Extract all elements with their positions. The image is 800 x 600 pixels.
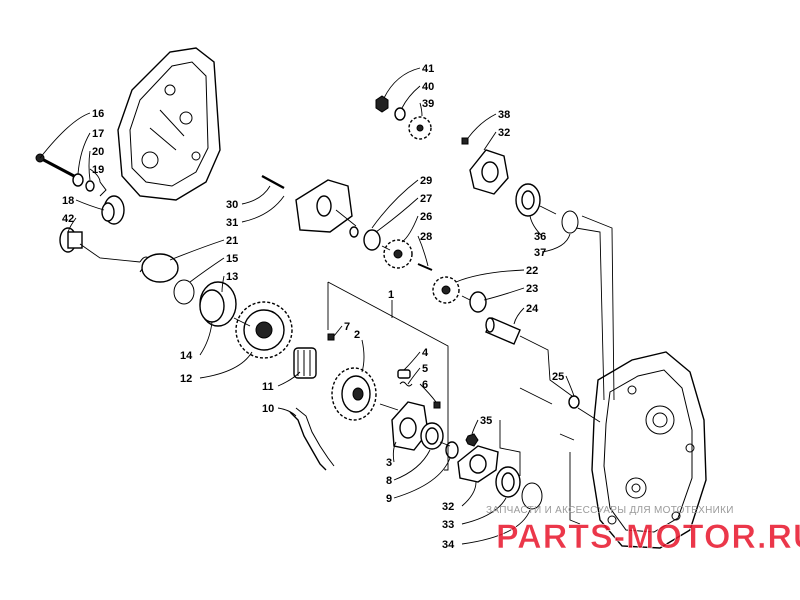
spring-21 [139, 253, 179, 283]
callout-5: 5 [422, 363, 428, 375]
callout-9: 9 [386, 493, 392, 505]
bearing-plate-32 [457, 445, 499, 483]
plunger-4 [397, 369, 411, 379]
bolt-38 [461, 137, 469, 145]
callout-3: 3 [386, 457, 392, 469]
shaft-24 [485, 317, 521, 345]
callout-29: 29 [420, 175, 432, 187]
washer-20 [85, 180, 95, 192]
callout-18: 18 [62, 195, 74, 207]
callout-33: 33 [442, 519, 454, 531]
callout-22: 22 [526, 265, 538, 277]
bearing-13 [199, 281, 237, 327]
ball-6 [433, 401, 441, 409]
watermark-tagline: ЗАПЧАСТИ И АКСЕССУАРЫ ДЛЯ МОТОТЕХНИКИ [486, 505, 734, 516]
leader-lines [39, 67, 575, 545]
callout-6: 6 [422, 379, 428, 391]
callout-2: 2 [354, 329, 360, 341]
callout-31: 31 [226, 217, 238, 229]
pin-28 [417, 263, 433, 271]
sprocket-39 [408, 116, 432, 140]
callout-12: 12 [180, 373, 192, 385]
callout-26: 26 [420, 211, 432, 223]
callout-25: 25 [552, 371, 564, 383]
bolt-7 [327, 333, 335, 341]
callout-1: 1 [388, 289, 394, 301]
callout-41: 41 [422, 63, 434, 75]
washer-29 [349, 226, 359, 238]
callout-30: 30 [226, 199, 238, 211]
callout-17: 17 [92, 128, 104, 140]
gear-11 [293, 347, 317, 379]
callout-27: 27 [420, 193, 432, 205]
callout-11: 11 [262, 381, 274, 393]
callout-36: 36 [534, 231, 546, 243]
bearing-27 [363, 229, 381, 251]
callout-35: 35 [480, 415, 492, 427]
callout-40: 40 [422, 81, 434, 93]
bearing-flange-32 [469, 149, 509, 195]
callout-37: 37 [534, 247, 546, 259]
collar-42 [59, 227, 83, 253]
nut-35 [465, 433, 479, 447]
callout-16: 16 [92, 108, 104, 120]
nut-41 [375, 95, 389, 113]
sprocket-22 [432, 276, 460, 304]
snap-ring-15 [173, 279, 195, 305]
chain-10 [289, 407, 335, 471]
callout-28: 28 [420, 231, 432, 243]
bearing-8 [420, 422, 444, 450]
callout-39: 39 [422, 98, 434, 110]
bolt-16 [35, 153, 75, 178]
callout-20: 20 [92, 146, 104, 158]
callout-38: 38 [498, 109, 510, 121]
bracket-mount [295, 179, 353, 233]
callout-24: 24 [526, 303, 539, 315]
bearing-33 [495, 466, 521, 498]
callout-32-upper: 32 [498, 127, 510, 139]
sprocket-12 [235, 301, 293, 359]
sprocket-2 [331, 367, 377, 421]
callout-42: 42 [62, 213, 74, 225]
spring-5 [399, 381, 413, 387]
bolt-30 [261, 174, 285, 190]
bearing-36 [515, 183, 541, 217]
bushing-23 [469, 291, 487, 313]
washer-17 [72, 173, 84, 187]
sprocket-26 [383, 239, 413, 269]
flange-18 [101, 195, 125, 225]
watermark-logo: PARTS-MOTOR.RU [496, 518, 800, 556]
callout-23: 23 [526, 283, 538, 295]
callout-32-lower: 32 [442, 501, 454, 513]
callout-8: 8 [386, 475, 392, 487]
callout-10: 10 [262, 403, 274, 415]
ring-34 [521, 482, 543, 510]
assembly-axis-lines [79, 205, 615, 525]
callout-14: 14 [180, 350, 193, 362]
gear-case-right [591, 351, 707, 549]
callout-21: 21 [226, 235, 238, 247]
washer-25 [568, 395, 580, 409]
callout-7: 7 [344, 321, 350, 333]
callout-labels: 16 17 20 19 18 42 30 31 21 15 13 14 12 1… [62, 63, 564, 551]
callout-34: 34 [442, 539, 455, 551]
callout-19: 19 [92, 164, 104, 176]
washer-40 [394, 107, 406, 121]
gear-case-cover-left [117, 47, 221, 201]
ring-37 [561, 210, 579, 234]
callout-15: 15 [226, 253, 238, 265]
callout-4: 4 [422, 347, 429, 359]
callout-13: 13 [226, 271, 238, 283]
pin-19 [99, 181, 107, 197]
